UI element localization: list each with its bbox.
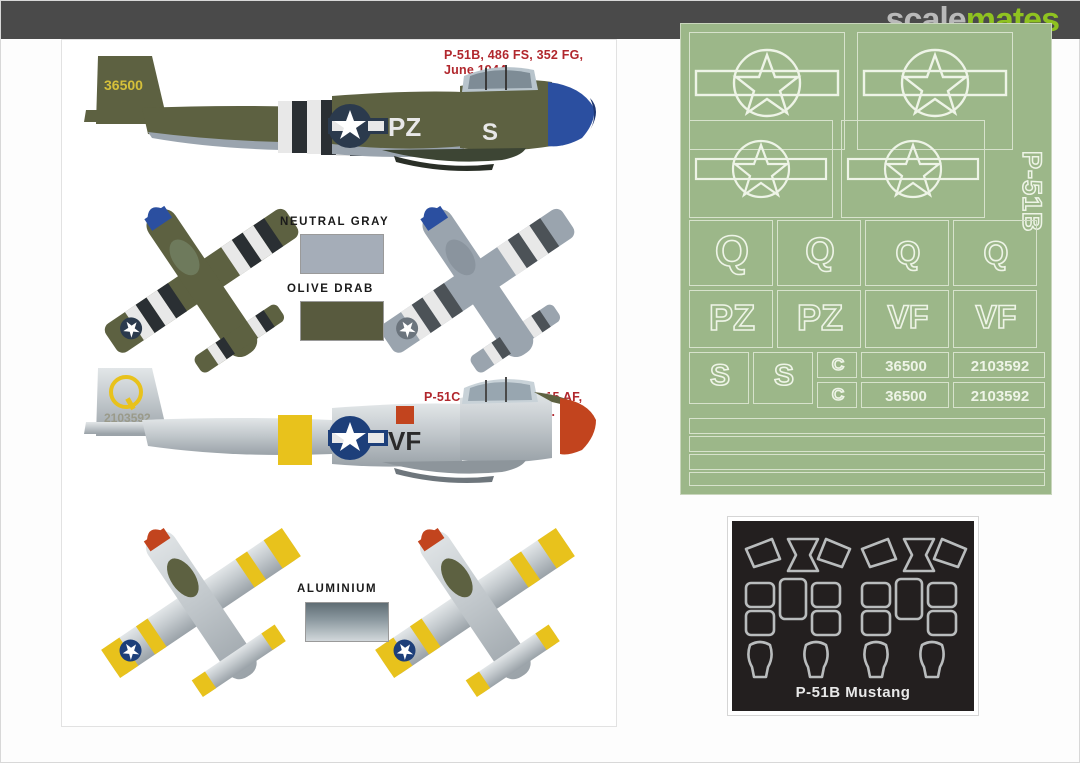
mask-strip-row-3 — [689, 454, 1045, 470]
swatch-box-neutral-gray — [300, 234, 384, 274]
mask-cell-code-pz-2: PZ — [777, 290, 861, 348]
profile-serial-2103592: 2103592 — [104, 411, 151, 425]
profile-serial-36500: 36500 — [104, 77, 143, 93]
profile-code-pz: PZ — [388, 112, 421, 142]
swatch-box-aluminium — [305, 602, 389, 642]
mask-sheet-black: P-51B Mustang — [728, 517, 978, 715]
mask-cell-code-vf-2: VF — [953, 290, 1037, 348]
mask-cell-glyph-2: C — [817, 382, 857, 408]
mask-sheet-green: P-51B Q Q Q Q PZ PZ VF VF S — [680, 23, 1052, 495]
mask-code-vf-2: VF — [975, 298, 1017, 336]
mask-cell-code-1: 2103592 — [953, 352, 1045, 378]
aircraft-plan-view-lower-gray — [380, 205, 575, 373]
mask-strip-row-2 — [689, 436, 1045, 452]
mask-code-2103592-1: 2103592 — [970, 358, 1030, 375]
header-bar: scalemates — [1, 1, 1080, 39]
mask-code-pz-1: PZ — [708, 296, 756, 339]
swatch-box-olive-drab — [300, 301, 384, 341]
mask-cell-serial-2: 36500 — [861, 382, 949, 408]
mask-cell-letter-s-2: S — [753, 352, 813, 404]
mask-cell-letter-q-1: Q — [689, 220, 773, 286]
swatch-label-aluminium: ALUMINIUM — [297, 583, 378, 595]
mask-letter-q-1: Q — [714, 226, 750, 277]
mask-cell-serial-1: 36500 — [861, 352, 949, 378]
swatch-label-neutral-gray: NEUTRAL GRAY — [280, 216, 390, 228]
mask-cell-insignia-1 — [689, 32, 845, 150]
mask-strip-row-4 — [689, 472, 1045, 486]
mask-cell-insignia-4 — [841, 120, 985, 218]
mask-code-vf-1: VF — [887, 298, 929, 336]
aircraft-plan-view-upper-olive — [104, 205, 299, 373]
mask-letter-s-1: S — [709, 358, 731, 393]
mask-cell-code-vf-1: VF — [865, 290, 949, 348]
mask-cell-glyph-1: C — [817, 352, 857, 378]
mask-cell-insignia-3 — [689, 120, 833, 218]
mask-cell-insignia-2 — [857, 32, 1013, 150]
profile-code-s: S — [482, 119, 498, 146]
mask-letter-q-2: Q — [804, 230, 835, 274]
mask-letter-q-4: Q — [983, 234, 1009, 272]
insignia-star-bar-mask-1 — [694, 48, 840, 118]
mask-letter-s-2: S — [773, 358, 795, 393]
mask-letter-q-3: Q — [895, 234, 921, 272]
mask-code-2103592-2: 2103592 — [970, 388, 1030, 405]
aircraft-plan-view-metal-left — [101, 527, 301, 698]
canopy-mask-shapes — [744, 537, 968, 679]
mask-serial-36500-2: 36500 — [885, 388, 927, 405]
mask-cell-letter-s-1: S — [689, 352, 749, 404]
profile-code-vf: VF — [388, 426, 421, 456]
swatch-label-olive-drab: OLIVE DRAB — [287, 283, 374, 295]
mask-serial-36500-1: 36500 — [885, 358, 927, 375]
insignia-star-bar-mask-3 — [694, 139, 828, 199]
aircraft-plan-view-metal-right — [375, 527, 575, 698]
mask-sheet-side-title: P-51B — [1016, 150, 1048, 233]
aircraft-side-profile-p51b: PZ S 36500 — [84, 56, 596, 171]
mask-code-pz-2: PZ — [796, 296, 844, 339]
mask-glyph-2: C — [831, 384, 845, 405]
mask-cell-letter-q-3: Q — [865, 220, 949, 286]
mask-glyph-1: C — [831, 354, 845, 375]
mask-cell-code-pz-1: PZ — [689, 290, 773, 348]
mask-cell-letter-q-4: Q — [953, 220, 1037, 286]
mask-sheet-black-title: P-51B Mustang — [795, 684, 911, 701]
insignia-star-bar-mask-2 — [862, 48, 1008, 118]
aircraft-side-profile-p51c: 2103592 VF — [84, 368, 596, 483]
decal-instruction-sheet: P-51B, 486 FS, 352 FG, June 1944. P-51C,… — [61, 39, 617, 727]
mask-strip-row-1 — [689, 418, 1045, 434]
insignia-star-bar-mask-4 — [846, 139, 980, 199]
mask-cell-letter-q-2: Q — [777, 220, 861, 286]
mask-cell-code-2: 2103592 — [953, 382, 1045, 408]
caption-top-line1: P-51B, 486 FS, 352 FG, — [444, 48, 584, 62]
